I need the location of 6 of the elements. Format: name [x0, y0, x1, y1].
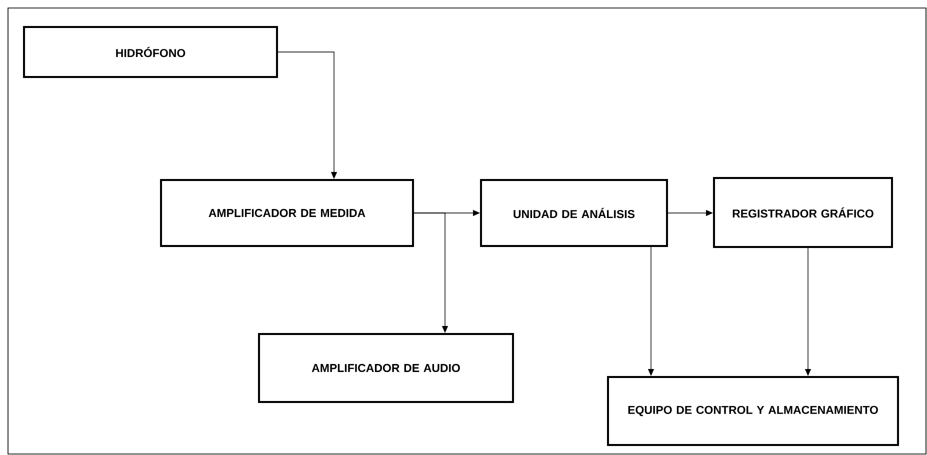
process-box: EQUIPO DE CONTROL Y ALMACENAMIENTO	[607, 376, 899, 446]
process-box: AMPLIFICADOR DE MEDIDA	[160, 179, 414, 247]
process-box: AMPLIFICADOR DE AUDIO	[258, 333, 514, 403]
process-box: HIDRÓFONO	[23, 26, 278, 78]
process-box: REGISTRADOR GRÁFICO	[713, 177, 893, 248]
process-box: UNIDAD DE ANÁLISIS	[480, 179, 668, 247]
